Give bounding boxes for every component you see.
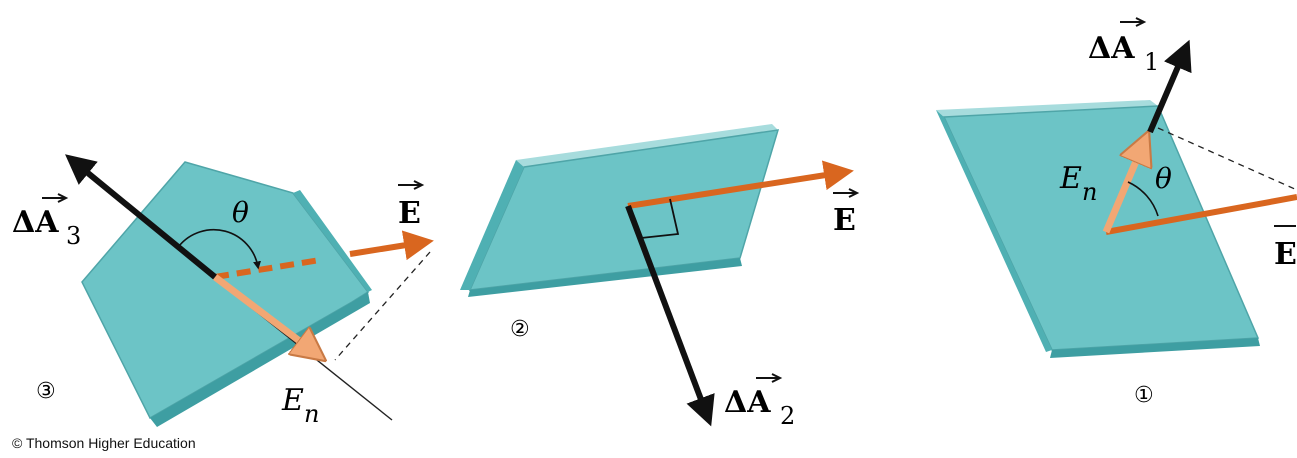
- panel-case-3: θ ΔA 3 E E n ③: [12, 154, 434, 428]
- svg-text:ΔA: ΔA: [1088, 31, 1135, 66]
- panel-case-2: E ΔA 2 ②: [460, 124, 860, 430]
- panel-number-2: ②: [510, 317, 530, 342]
- component-label-3: E n: [281, 383, 319, 428]
- field-arrow-1: [1105, 194, 1297, 235]
- angle-label-1: θ: [1155, 162, 1172, 195]
- svg-text:n: n: [1082, 178, 1097, 206]
- component-arrow-3: [212, 274, 318, 355]
- guide-dashes-1: [1157, 127, 1297, 191]
- svg-text:E: E: [833, 203, 856, 238]
- field-dashed-3: [214, 257, 321, 280]
- area-vector-3: [65, 154, 217, 280]
- field-arrow-2: [627, 160, 854, 209]
- component-label-1: E n: [1059, 161, 1097, 206]
- area-vector-label-2: ΔA 2: [724, 373, 795, 430]
- field-label-3: E: [398, 180, 425, 231]
- field-label-2: E: [833, 188, 860, 238]
- plate-1: [936, 100, 1260, 358]
- svg-text:E: E: [1059, 161, 1082, 196]
- area-vector-2: [625, 204, 715, 427]
- angle-label-3: θ: [232, 196, 249, 229]
- svg-text:n: n: [304, 400, 319, 428]
- field-arrow-3: [349, 230, 434, 261]
- svg-text:E: E: [398, 196, 421, 231]
- svg-text:ΔA: ΔA: [12, 205, 59, 240]
- field-label-1: E: [1274, 225, 1297, 272]
- svg-text:E: E: [281, 383, 304, 418]
- angle-arc-1: [1127, 181, 1159, 217]
- area-vector-label-1: ΔA 1: [1088, 17, 1159, 76]
- svg-text:ΔA: ΔA: [724, 385, 771, 420]
- panel-number-1: ①: [1134, 383, 1154, 408]
- component-arrow-1: [1102, 140, 1145, 234]
- copyright-credit: © Thomson Higher Education: [12, 435, 196, 451]
- svg-text:2: 2: [780, 402, 795, 430]
- svg-text:3: 3: [66, 222, 81, 250]
- panel-number-3: ③: [36, 379, 56, 404]
- panel-case-1: θ E n ΔA 1 E ①: [936, 17, 1297, 408]
- plate-2: [460, 124, 780, 297]
- area-vector-1: [1147, 39, 1192, 134]
- guide-dashes-3: [334, 251, 431, 361]
- area-vector-label-3: ΔA 3: [12, 193, 81, 250]
- svg-text:1: 1: [1144, 48, 1159, 76]
- right-angle-mark-2: [640, 198, 680, 239]
- svg-text:E: E: [1274, 237, 1297, 272]
- angle-arc-3: [178, 228, 261, 270]
